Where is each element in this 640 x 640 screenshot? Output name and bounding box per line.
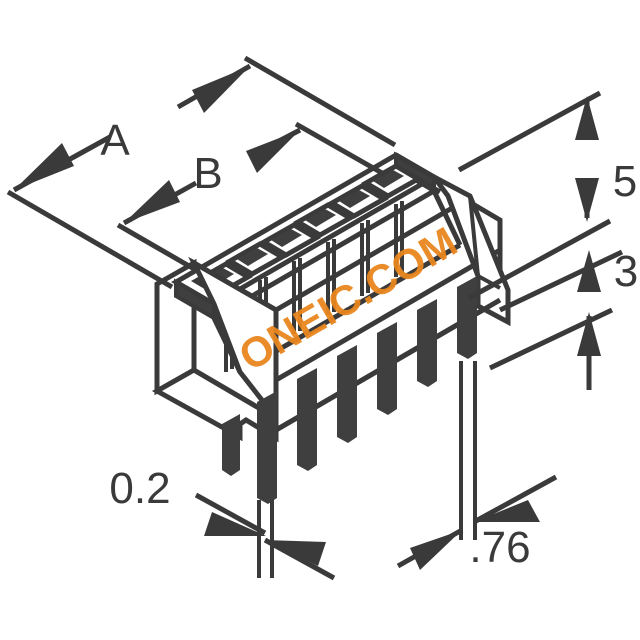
dim-a-arrow-left bbox=[14, 143, 74, 190]
dim-76-leader-upper bbox=[472, 474, 558, 525]
dim-a-extension-right bbox=[243, 55, 397, 148]
pin-2 bbox=[297, 368, 317, 471]
dim-5-leader-top bbox=[457, 90, 602, 173]
dim-b-extension-left bbox=[116, 222, 198, 273]
dim-3-arrowheads bbox=[577, 250, 601, 356]
dim-3-arrow-up bbox=[577, 250, 601, 292]
pin-3 bbox=[337, 345, 357, 443]
connector-body bbox=[151, 151, 511, 443]
dim-a-arrowheads bbox=[14, 66, 250, 190]
rear-top-edges bbox=[394, 152, 442, 195]
dim-a-extension-left bbox=[6, 189, 174, 290]
dim-5-leader-bottom bbox=[467, 218, 612, 301]
dim-0-2-leader-upper bbox=[194, 492, 267, 536]
dim-b-extension-right bbox=[294, 121, 384, 176]
dim-b-arrow-right bbox=[246, 130, 300, 173]
dim-5-arrow-up bbox=[575, 96, 599, 140]
pin-5 bbox=[417, 299, 437, 387]
dim-5-label: 5 bbox=[613, 157, 637, 206]
pin-thickness-lines-left bbox=[257, 500, 274, 578]
dim-76-arrow-left bbox=[410, 530, 462, 570]
dim-5-arrowheads bbox=[575, 96, 599, 222]
front-chamfer-face bbox=[188, 256, 279, 426]
dim-76-arrowheads bbox=[410, 500, 540, 570]
dim-b-label: B bbox=[193, 149, 222, 198]
pin-6 bbox=[457, 276, 477, 359]
dim-3-arrow-down bbox=[577, 312, 601, 356]
connector-pins bbox=[222, 276, 477, 504]
dim-b-arrow-left bbox=[124, 180, 180, 223]
dim-a-label: A bbox=[100, 116, 130, 165]
dim-76-arrow-right bbox=[474, 500, 540, 522]
dim-0-2-arrow-right bbox=[265, 540, 326, 566]
pin-1 bbox=[257, 391, 277, 504]
dim-a-arrow-right bbox=[192, 66, 250, 113]
dim-b-arrowheads bbox=[124, 130, 300, 223]
dim-3-leader-top bbox=[498, 249, 624, 313]
pin-front-left-shank bbox=[222, 414, 240, 476]
pin-4 bbox=[377, 322, 397, 415]
dim-0-2-arrow-left bbox=[204, 512, 266, 536]
dim-3-leader-bottom bbox=[488, 307, 614, 371]
dim-76-label: .76 bbox=[469, 523, 530, 572]
pin-thickness-lines-right bbox=[459, 361, 477, 540]
dim-5-arrow-down bbox=[575, 178, 599, 222]
dim-0-2-label: 0.2 bbox=[109, 464, 170, 513]
dim-0-2-leader-lower bbox=[263, 537, 336, 581]
dimension-0-2 bbox=[194, 492, 336, 581]
dim-3-label: 3 bbox=[614, 247, 638, 296]
dim-0-2-arrowheads bbox=[204, 512, 326, 566]
